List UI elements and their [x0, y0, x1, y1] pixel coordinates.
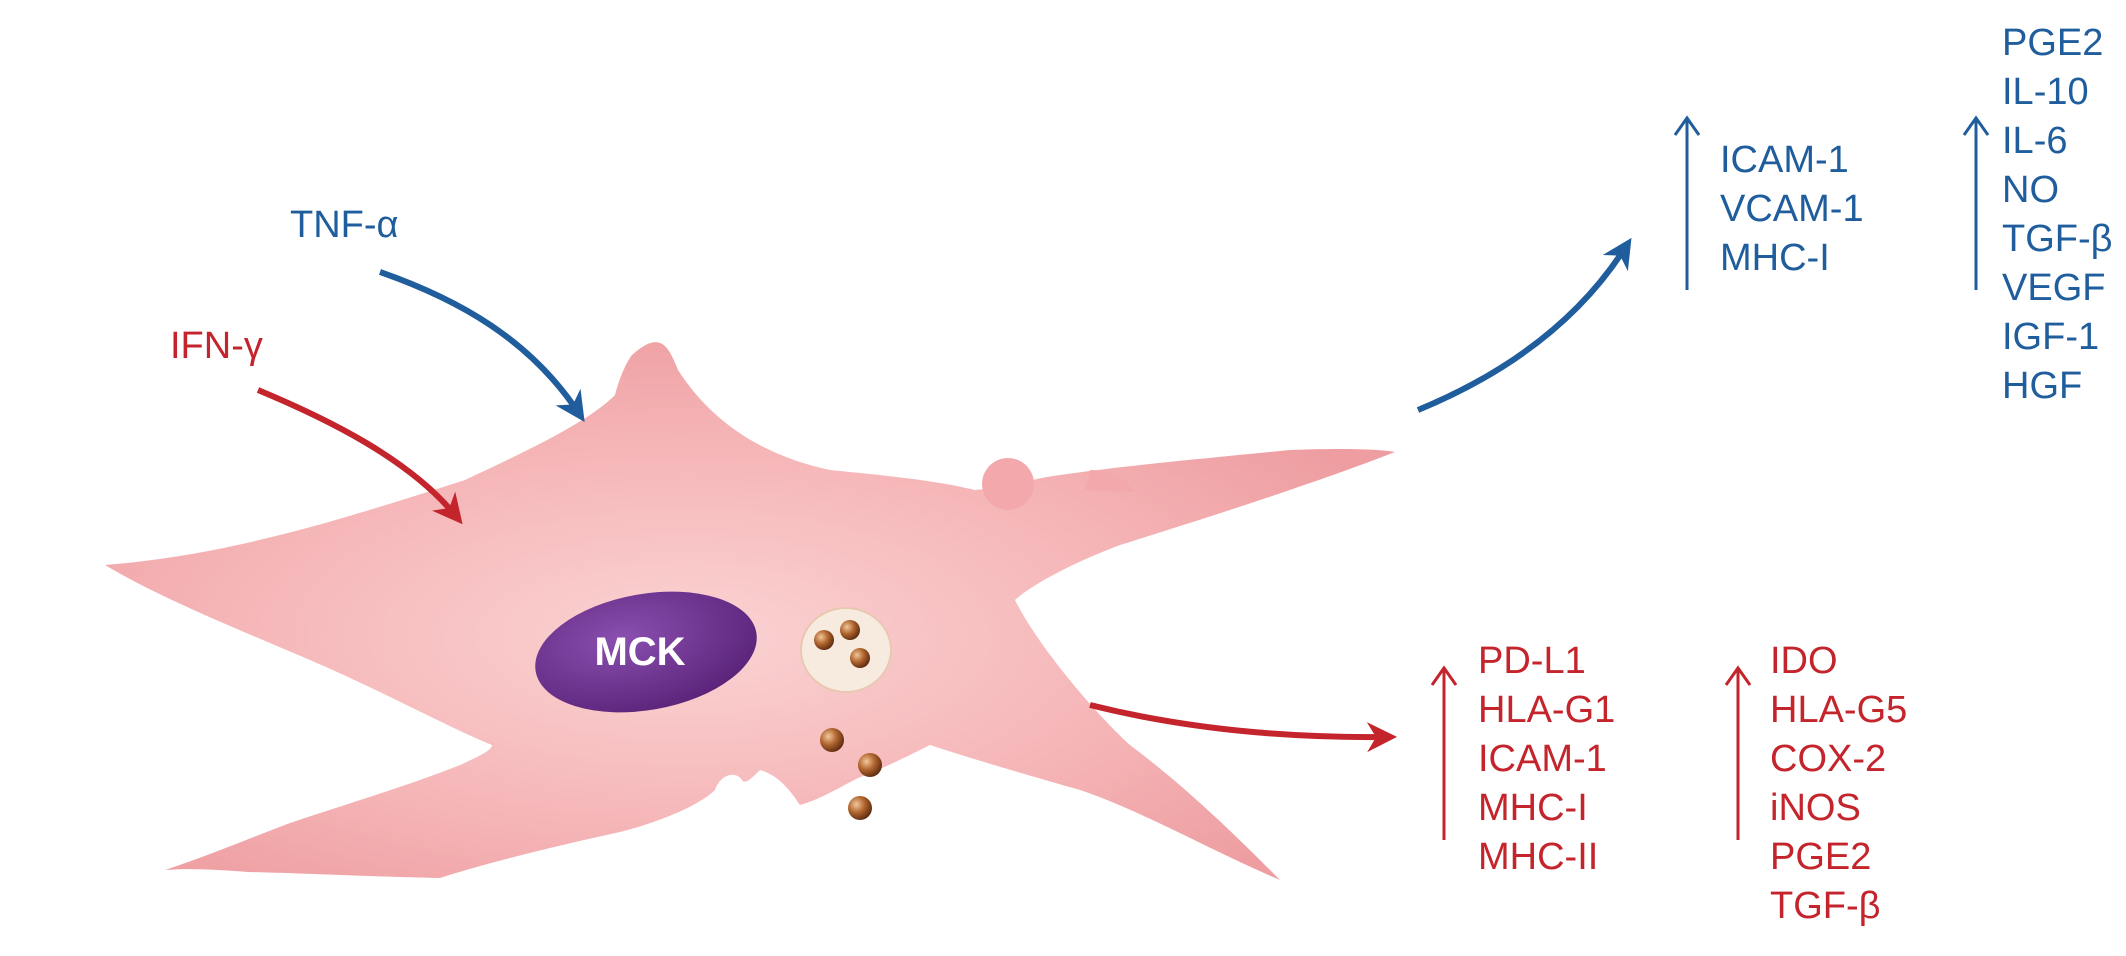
blue-list-2: PGE2 IL-10 IL-6 NO TGF-β VEGF IGF-1 HGF	[2002, 22, 2113, 407]
up-arrow-red-group2	[1724, 665, 1752, 840]
list-item: MHC-I	[1478, 787, 1588, 829]
blue-list-1: ICAM-1 VCAM-1 MHC-I	[1720, 139, 1864, 279]
list-item: HLA-G1	[1478, 689, 1615, 731]
red-list-2: IDO HLA-G5 COX-2 iNOS PGE2 TGF-β	[1770, 640, 1907, 927]
red-list-1: PD-L1 HLA-G1 ICAM-1 MHC-I MHC-II	[1478, 640, 1615, 878]
list-item: NO	[2002, 169, 2059, 211]
list-item: MHC-II	[1478, 836, 1598, 878]
tnf-label: TNF-α	[290, 204, 399, 246]
red-output-arrow	[1089, 702, 1397, 753]
list-item: HGF	[2002, 365, 2082, 407]
list-item: TGF-β	[2002, 218, 2113, 260]
cell-protrusion	[1085, 470, 1135, 492]
list-item: IGF-1	[2002, 316, 2099, 358]
list-item: IL-6	[2002, 120, 2067, 162]
list-item: TGF-β	[1770, 885, 1881, 927]
list-item: MHC-I	[1720, 237, 1830, 279]
vesicle	[800, 607, 892, 693]
list-item: ICAM-1	[1720, 139, 1849, 181]
released-bead	[820, 728, 844, 752]
list-item: ICAM-1	[1478, 738, 1607, 780]
nucleus-label: MCK	[594, 630, 685, 674]
ifn-arrow	[256, 387, 463, 525]
released-bead	[848, 796, 872, 820]
up-arrow-blue-group1	[1673, 115, 1701, 290]
vesicle-bead	[814, 630, 834, 650]
list-item: PGE2	[1770, 836, 1871, 878]
vesicle-bead	[850, 648, 870, 668]
list-item: iNOS	[1770, 787, 1861, 829]
list-item: IDO	[1770, 640, 1838, 682]
list-item: VEGF	[2002, 267, 2105, 309]
released-bead	[858, 753, 882, 777]
list-item: PD-L1	[1478, 640, 1586, 682]
up-arrow-red-group1	[1430, 665, 1458, 840]
list-item: HLA-G5	[1770, 689, 1907, 731]
list-item: IL-10	[2002, 71, 2089, 113]
list-item: VCAM-1	[1720, 188, 1864, 230]
tnf-arrow	[379, 269, 585, 422]
nucleus	[535, 591, 757, 713]
vesicle-bead	[840, 620, 860, 640]
blue-output-arrow	[1416, 237, 1632, 413]
cell-bleb	[982, 458, 1034, 510]
ifn-label: IFN-γ	[170, 325, 263, 367]
up-arrow-blue-group2	[1962, 115, 1990, 290]
cell-body	[105, 342, 1395, 881]
list-item: PGE2	[2002, 22, 2103, 64]
list-item: COX-2	[1770, 738, 1886, 780]
